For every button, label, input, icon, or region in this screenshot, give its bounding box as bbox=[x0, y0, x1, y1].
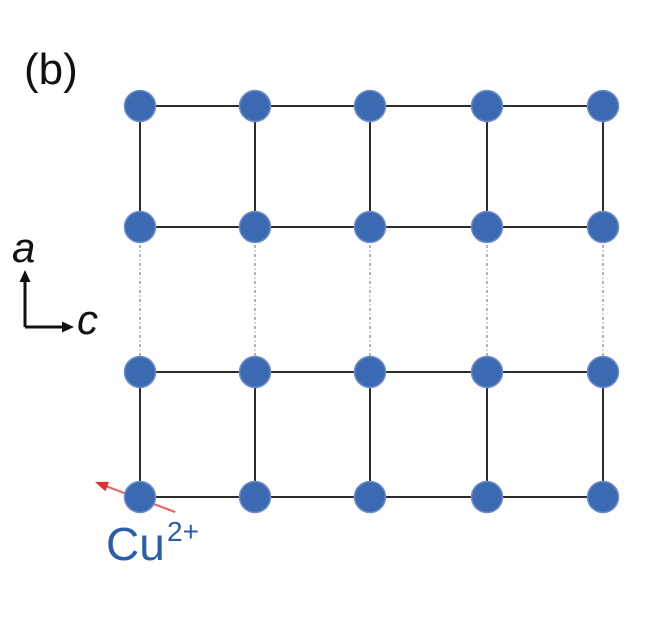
cu-atom bbox=[238, 89, 272, 123]
axis-label-c: c bbox=[77, 296, 98, 343]
cu-atom bbox=[238, 210, 272, 244]
ion-label: Cu bbox=[106, 518, 165, 570]
cu-atoms bbox=[123, 89, 620, 514]
cu-atom bbox=[238, 480, 272, 514]
panel-label: (b) bbox=[24, 45, 78, 94]
cu-atom bbox=[353, 89, 387, 123]
axis-label-a: a bbox=[12, 224, 35, 271]
interladder-dashed-lines bbox=[139, 227, 604, 372]
cu-atom bbox=[123, 480, 157, 514]
cu-atom bbox=[353, 480, 387, 514]
ion-charge-superscript: 2+ bbox=[167, 516, 199, 547]
cu-atom bbox=[470, 480, 504, 514]
cu-atom bbox=[586, 210, 620, 244]
cu-atom bbox=[123, 210, 157, 244]
cu-atom bbox=[586, 355, 620, 389]
cu-atom bbox=[238, 355, 272, 389]
ladder-bonds bbox=[139, 105, 604, 498]
cu-atom bbox=[470, 355, 504, 389]
cu-atom bbox=[586, 480, 620, 514]
cu-atom bbox=[586, 89, 620, 123]
cu-atom bbox=[470, 210, 504, 244]
cu-atom bbox=[123, 355, 157, 389]
cu-atom bbox=[123, 89, 157, 123]
cu-atom bbox=[353, 355, 387, 389]
spin-arrow-head bbox=[95, 481, 109, 492]
axis-c-arrowhead bbox=[62, 321, 74, 333]
axis-indicator bbox=[19, 270, 74, 333]
cu-atom bbox=[470, 89, 504, 123]
axis-a-arrowhead bbox=[19, 270, 31, 282]
cu-atom bbox=[353, 210, 387, 244]
